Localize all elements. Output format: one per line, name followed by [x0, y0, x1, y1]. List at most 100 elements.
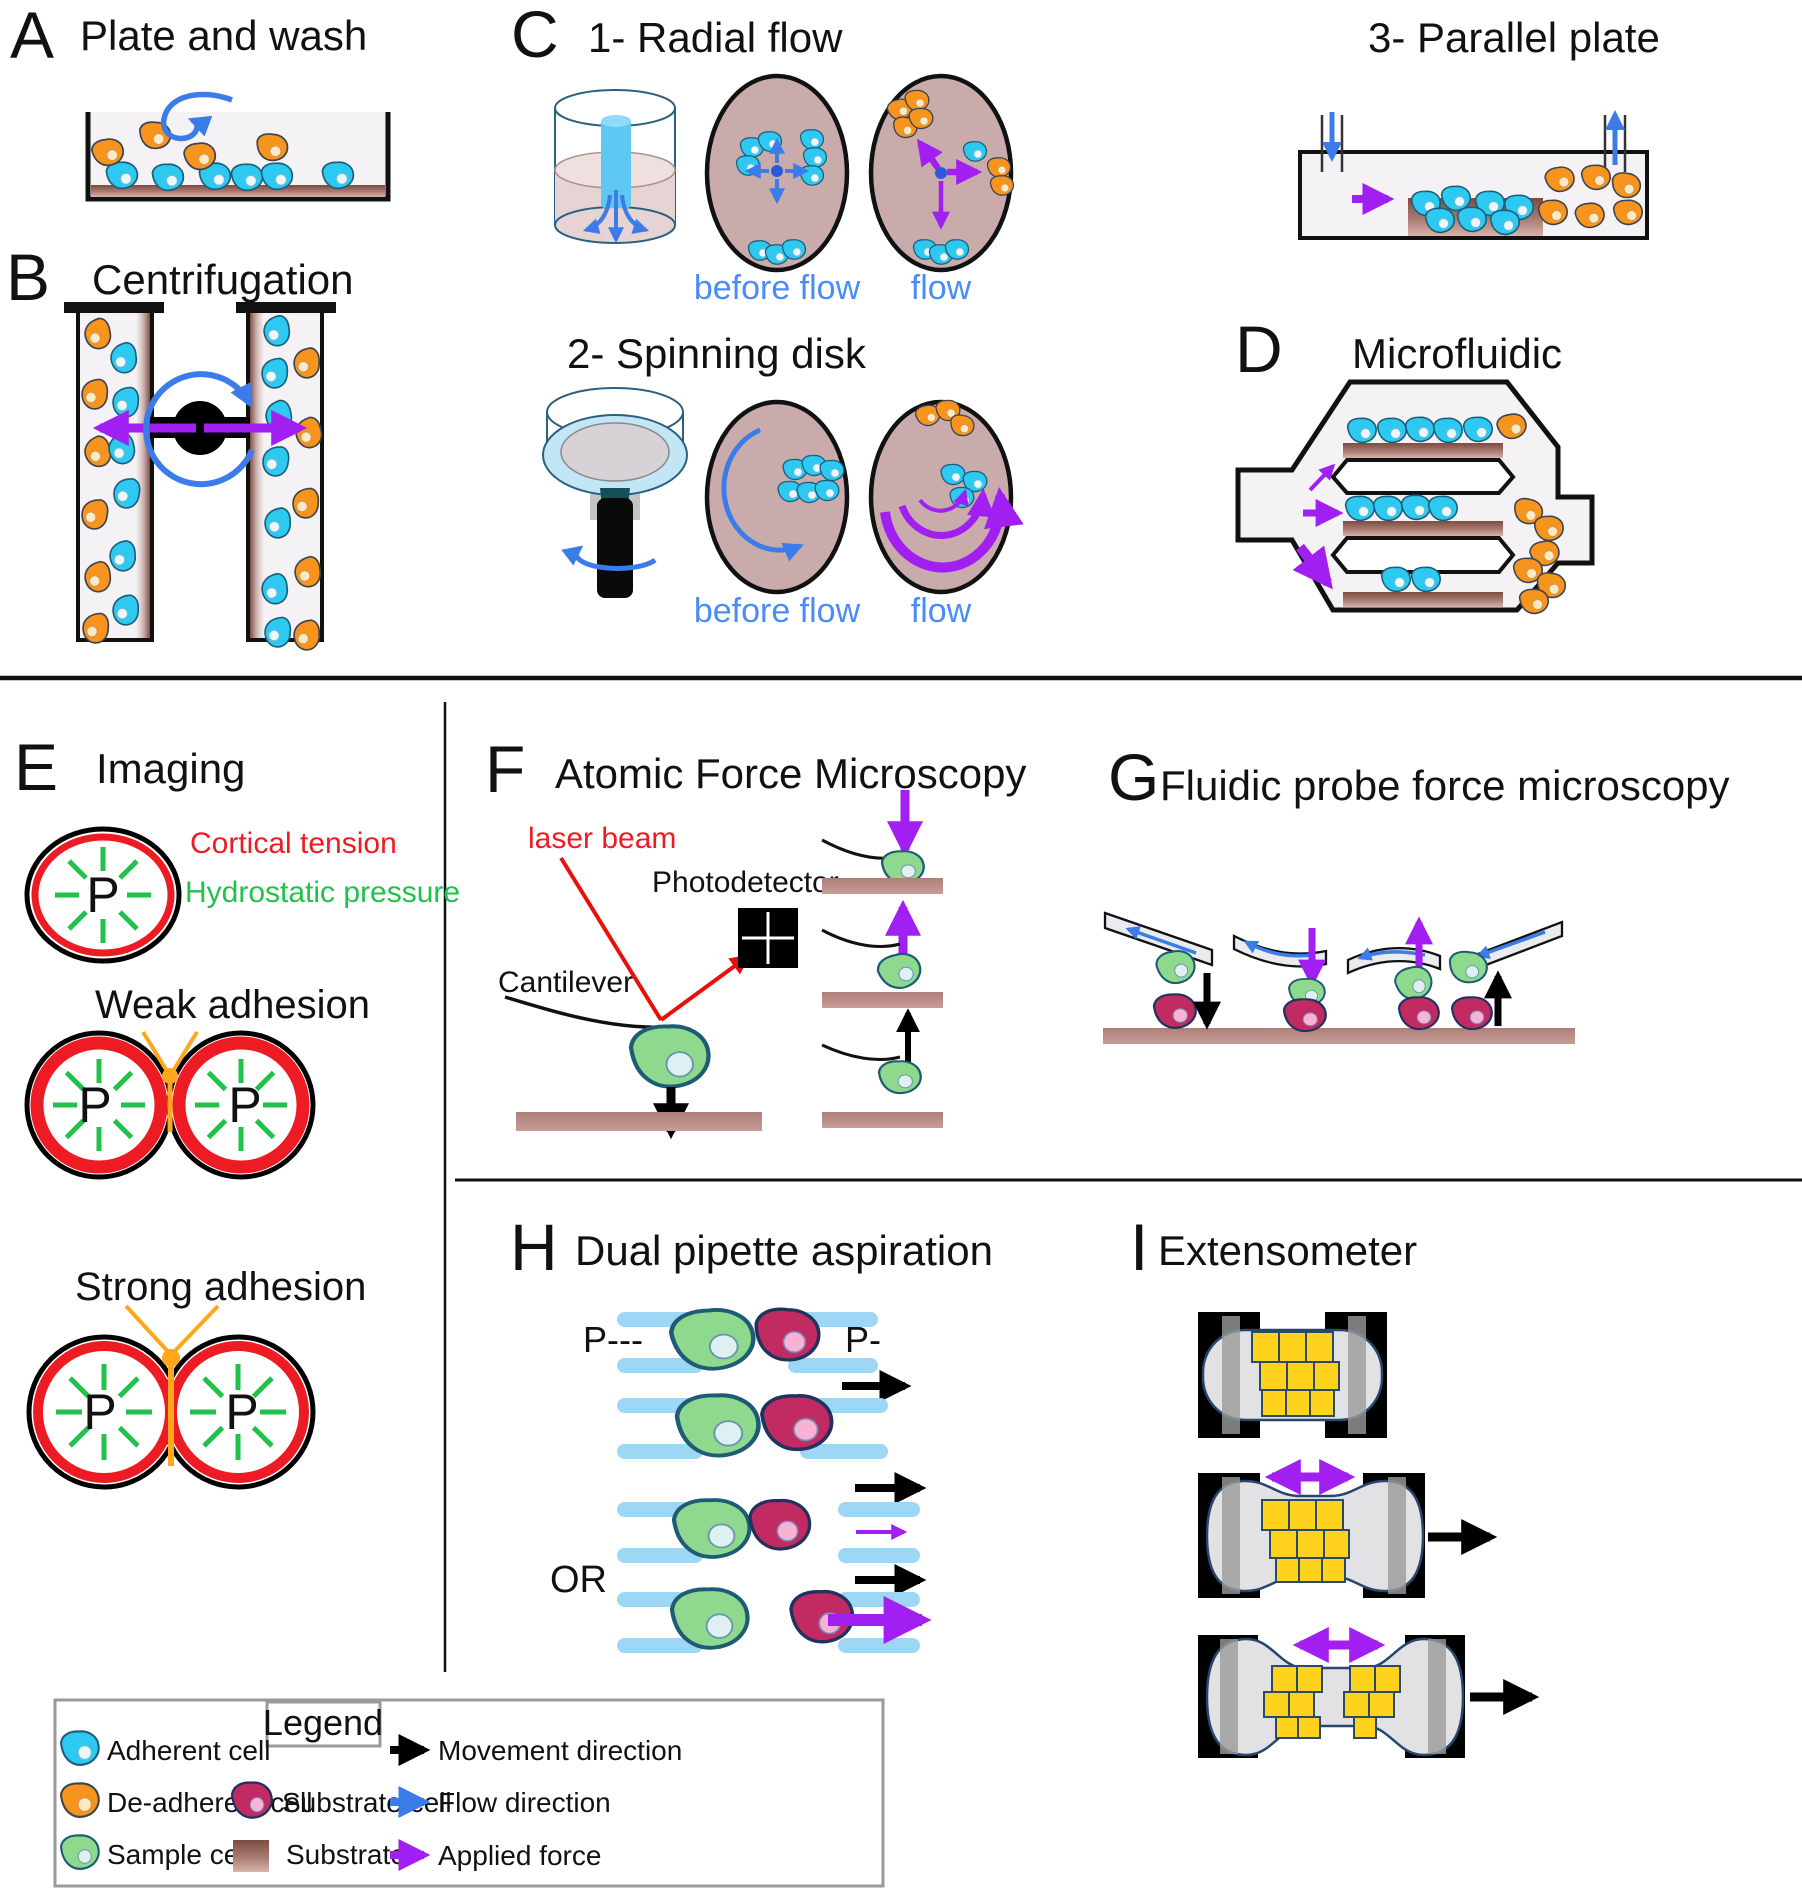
cell-bricks [1251, 1331, 1340, 1417]
adherent-cell-icon [1440, 185, 1471, 212]
spinning-dish-flow [868, 399, 1024, 595]
sample-cell-icon [674, 1500, 749, 1557]
de-adherent-cell-icon [908, 107, 934, 130]
adherent-cell-icon [1489, 209, 1520, 236]
legend-sample-label: Sample cell [107, 1839, 252, 1870]
adherent-cell-icon [105, 161, 139, 190]
substrate-cell-icon [1152, 993, 1197, 1030]
hydrostatic-pressure-dash [118, 859, 139, 880]
laser-reflected-line [659, 954, 751, 1022]
panel-e-title: Imaging [96, 745, 245, 792]
legend-de-adherent-label: De-adherent cell [107, 1787, 312, 1818]
label-strong-adhesion: Strong adhesion [75, 1265, 366, 1309]
substrate-icon [822, 1112, 943, 1128]
de-adherent-cell-icon [989, 175, 1015, 196]
cell-bricks [1261, 1499, 1350, 1583]
panel-b-title: Centrifugation [92, 256, 354, 303]
adherent-cell-icon [781, 239, 807, 260]
label-weak-adhesion: Weak adhesion [95, 983, 370, 1027]
adherent-cell-icon [944, 239, 970, 260]
hydrostatic-pressure-dash [64, 1070, 86, 1092]
substrate-icon [1343, 592, 1503, 607]
adherent-cell-icon [1404, 416, 1435, 443]
de-adherent-cell-icon [293, 347, 321, 379]
pressure-symbol: P [83, 1384, 116, 1440]
panel-f-title: Atomic Force Microscopy [555, 750, 1026, 797]
de-adherent-cell-icon [59, 1782, 100, 1818]
laser-beam-line [559, 856, 663, 1022]
pressure-symbol: P [228, 1077, 261, 1133]
spin-arrow-icon [561, 545, 657, 571]
hydrostatic-pressure-dash [251, 1376, 274, 1399]
weak-adhesion-diagram: P P [24, 1030, 316, 1180]
label-cortical-tension: Cortical tension [190, 827, 397, 860]
panel-g: G Fluidic probe force microscopy [1103, 740, 1730, 1044]
hydrostatic-pressure-dash [117, 1376, 140, 1399]
adherent-cell-icon [802, 147, 828, 168]
adherent-cell-icon [1410, 566, 1441, 593]
tube-cap-left [64, 302, 164, 313]
strong-adhesion-diagram: P P [26, 1304, 316, 1490]
substrate-cell-icon [230, 1781, 273, 1819]
legend-movement-label: Movement direction [438, 1735, 682, 1766]
hydrostatic-pressure-dash [206, 1118, 228, 1140]
radial-flow-device [554, 89, 676, 244]
pressure-symbol: P [78, 1077, 111, 1133]
panel-i-letter: I [1130, 1210, 1148, 1284]
force-arrow-large [1292, 543, 1333, 590]
adherent-cell-icon [59, 1730, 100, 1766]
extensometer-scene-1 [1198, 1312, 1387, 1438]
pressure-symbol: P [225, 1384, 258, 1440]
panel-f: F Atomic Force Microscopy laser beam Pho… [485, 732, 1026, 1140]
hydrostatic-pressure-dash [202, 1376, 225, 1399]
hydrostatic-pressure-dash [112, 1118, 134, 1140]
flow-arrow-right [620, 194, 650, 234]
panel-e: E Imaging P Cortical tension Hydrostatic… [14, 730, 460, 1490]
hydrostatic-pressure-dash [202, 1425, 225, 1448]
legend-substrate-cell-label: Substrate cell [282, 1787, 452, 1818]
adherent-cell-icon [1372, 495, 1403, 522]
hydrostatic-pressure-dash [117, 1425, 140, 1448]
hydrostatic-pressure-dash [118, 910, 139, 931]
spindle-icon [597, 498, 633, 598]
radial-dish-flow [868, 73, 1015, 273]
hydrostatic-pressure-dash [64, 1118, 86, 1140]
de-adherent-cell-icon [1612, 199, 1643, 226]
adherent-cell-icon [230, 163, 264, 192]
label-flow-2: flow [911, 592, 972, 630]
pipette-row-2 [617, 1395, 888, 1459]
adherent-cell-icon [1456, 206, 1487, 233]
panel-b-letter: B [6, 240, 50, 314]
pipette-row-4 [617, 1589, 932, 1653]
legend-applied-force-label: Applied force [438, 1840, 601, 1871]
hydrostatic-pressure-dash [112, 1070, 134, 1092]
panel-a-title: Plate and wash [80, 12, 367, 59]
adherent-cell-icon [151, 163, 185, 192]
sample-cell-icon [677, 1395, 758, 1455]
fluidic-probe-scene-3 [1346, 916, 1442, 1031]
label-pressure-left: P--- [583, 1319, 643, 1360]
adherent-cell-icon [264, 507, 292, 539]
sample-cell-icon [873, 948, 926, 994]
label-before-flow-2: before flow [694, 592, 861, 630]
probe-icon [1232, 934, 1328, 968]
substrate-cell-icon [760, 1393, 834, 1452]
adherent-cell-icon [962, 141, 988, 162]
hydrostatic-pressure-dash [68, 1376, 91, 1399]
panel-d-title: Microfluidic [1352, 330, 1562, 377]
cantilever-icon [821, 1043, 901, 1062]
adherent-cell-icon [1427, 495, 1458, 522]
label-flow-1: flow [911, 269, 972, 307]
fluidic-probe-scene-2 [1232, 928, 1328, 1033]
substrate-icon [1343, 521, 1503, 536]
label-cantilever: Cantilever [498, 966, 633, 999]
adherent-cell-icon [1380, 566, 1411, 593]
panel-c1-title: 1- Radial flow [588, 14, 843, 61]
panel-a: A Plate and wash [10, 0, 391, 202]
adherent-cell-icon [1400, 494, 1431, 521]
substrate-icon [233, 1840, 269, 1872]
panel-i-title: Extensometer [1158, 1227, 1417, 1274]
spinning-dish-before [704, 399, 850, 595]
tube-cap-right [236, 302, 336, 313]
extensometer-scene-3 [1198, 1627, 1540, 1758]
